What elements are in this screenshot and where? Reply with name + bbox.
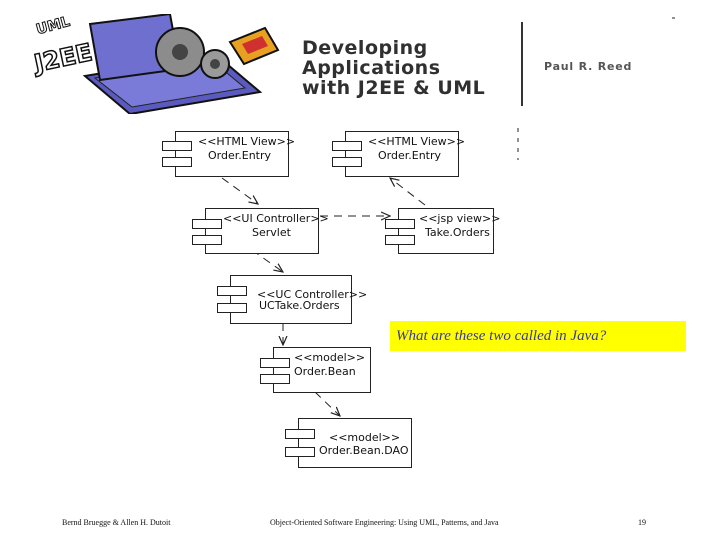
component-name: Take.Orders [425, 226, 490, 239]
footer-book-title: Object-Oriented Software Engineering: Us… [270, 518, 499, 527]
j2ee-logo: J2EE UML [30, 12, 300, 116]
component-name: Order.Entry [378, 149, 442, 162]
component-html-view-left: <<HTML View>> Order.Entry [162, 131, 295, 177]
component-stereotype: <<jsp view>> [419, 212, 501, 225]
component-model-orderbean: <<model>> Order.Bean [260, 347, 371, 393]
book-title-line-1: Developing [302, 37, 428, 59]
book-author: Paul R. Reed [544, 60, 633, 73]
component-stereotype: <<model>> [329, 431, 401, 444]
header-divider [521, 22, 523, 106]
book-title-line-2: Applications [302, 57, 441, 79]
arrow-orderbean-to-dao [314, 391, 340, 416]
component-name: Servlet [252, 226, 291, 239]
component-name: Order.Entry [208, 149, 272, 162]
footer-authors: Bernd Bruegge & Allen H. Dutoit [62, 518, 171, 527]
component-ui-controller: <<UI Controller>> Servlet [192, 208, 329, 254]
component-stereotype: <<HTML View>> [368, 135, 466, 148]
component-jsp-view: <<jsp view>> Take.Orders [385, 208, 500, 254]
arrow-htmlview-to-servlet [221, 177, 258, 204]
arrow-jspview-to-htmlview [390, 178, 426, 206]
book-title: Developing Applications with J2EE & UML [302, 38, 485, 98]
book-title-line-3: with J2EE & UML [302, 77, 486, 99]
component-name: Order.Bean [294, 365, 356, 378]
component-name: UCTake.Orders [259, 299, 340, 312]
j2ee-laptop-gears-icon [82, 12, 280, 116]
question-callout: What are these two called in Java? [390, 321, 686, 351]
component-name: Order.Bean.DAO [319, 444, 409, 457]
component-stereotype: <<model>> [294, 351, 366, 364]
component-uc-controller: <<UC Controller>> UCTake.Orders [217, 275, 367, 324]
footer-page-number: 19 [638, 518, 646, 527]
component-stereotype: <<HTML View>> [198, 135, 296, 148]
component-stereotype: <<UI Controller>> [223, 212, 329, 225]
component-html-view-right: <<HTML View>> Order.Entry [332, 131, 465, 177]
component-model-orderbeandao: <<model>> Order.Bean.DAO [285, 418, 412, 468]
component-stereotype: <<UC Controller>> [257, 288, 368, 301]
